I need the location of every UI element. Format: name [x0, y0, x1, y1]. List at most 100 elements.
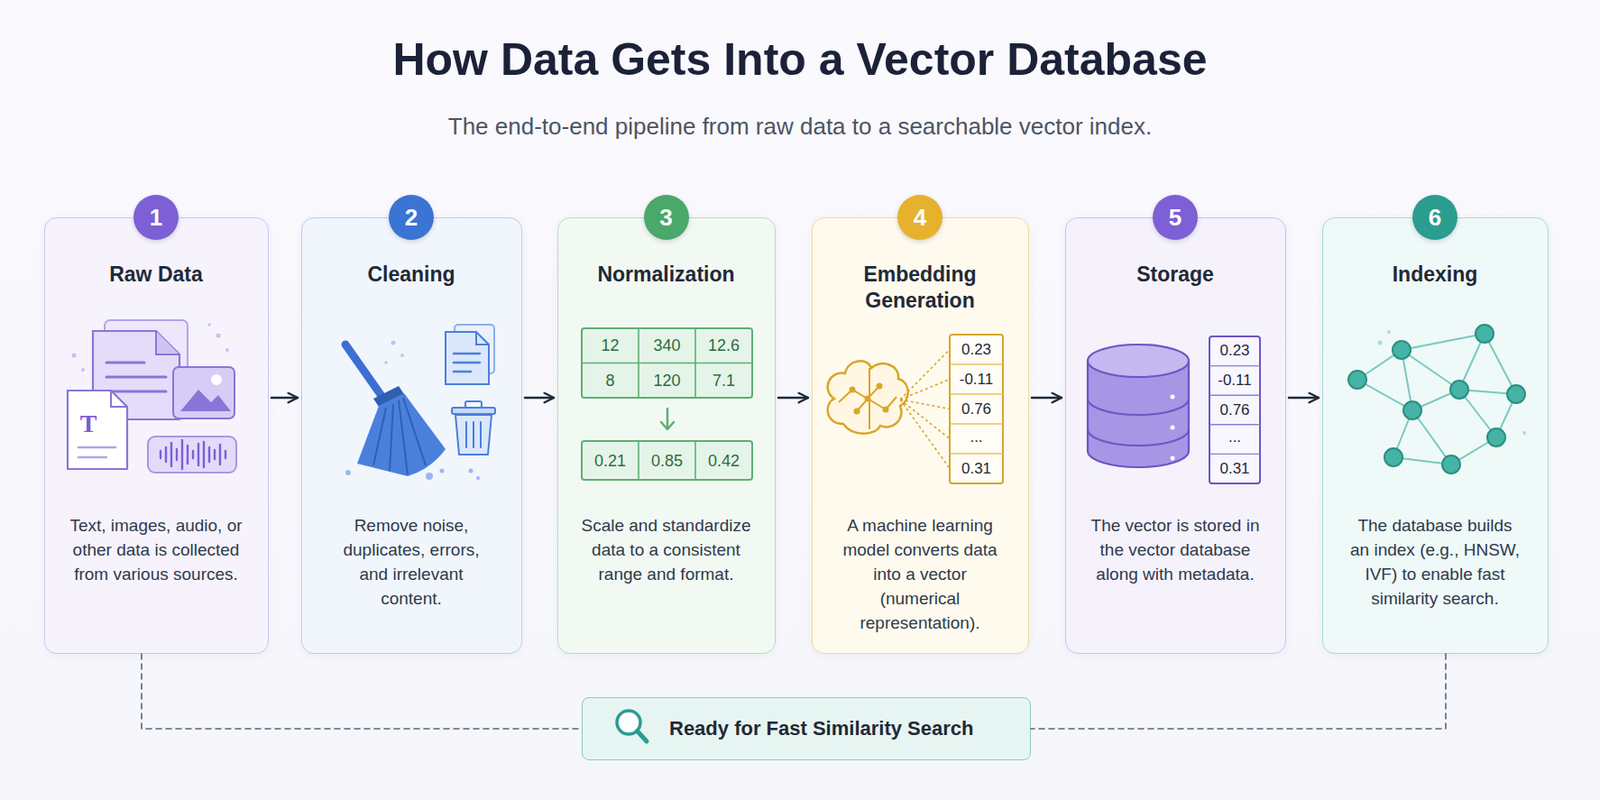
- search-icon: [616, 710, 647, 742]
- magnifier-lens: [616, 710, 641, 735]
- sparkle-dot: [400, 353, 405, 358]
- step-number-badge: 1: [133, 194, 179, 240]
- step-description: Text, images, audio, or other data is co…: [68, 513, 245, 587]
- sparkle-dot: [207, 322, 212, 327]
- flow-arrow: [1288, 396, 1319, 400]
- step-title: Indexing: [1344, 261, 1526, 288]
- down-arrow-head: [661, 422, 674, 430]
- normalization-icon: [581, 328, 753, 480]
- graph-links: [1357, 333, 1517, 465]
- vector-grid: [1209, 366, 1260, 455]
- step-number: 5: [1168, 205, 1182, 230]
- process-step-card: IndexingThe database builds an index (e.…: [1322, 217, 1549, 654]
- sun-shape: [211, 374, 222, 386]
- magnifier-handle: [637, 731, 648, 743]
- image-icon: [173, 367, 235, 419]
- graph-node: [1507, 385, 1526, 404]
- graph-node: [1384, 448, 1403, 467]
- step-number: 2: [404, 205, 418, 230]
- database-light: [1170, 395, 1176, 400]
- graph-node: [1475, 324, 1494, 343]
- step-number: 4: [913, 205, 927, 230]
- sparkle-dot: [225, 348, 230, 352]
- text-line: [453, 361, 480, 365]
- dust-dot: [345, 469, 351, 476]
- text-line: [453, 352, 480, 356]
- dashed-connector: [141, 653, 582, 729]
- cleaning-icon: [345, 324, 496, 480]
- status-banner: Ready for Fast Similarity Search: [581, 697, 1031, 761]
- step-title: Raw Data: [65, 261, 247, 288]
- audio-icon: [147, 436, 237, 473]
- database-top: [1087, 344, 1189, 378]
- step-description: The database builds an index (e.g., HNSW…: [1346, 513, 1525, 611]
- document-fold: [110, 390, 128, 407]
- dust-dot: [476, 476, 480, 480]
- text-line: [106, 376, 166, 379]
- text-line: [106, 390, 166, 394]
- embedding-icon: [827, 334, 1003, 484]
- flow-arrow: [1031, 396, 1062, 400]
- table-grid: [581, 328, 753, 398]
- brain-icon: [827, 360, 909, 433]
- step-description: The vector is stored in the vector datab…: [1087, 513, 1264, 587]
- vector-grid: [949, 364, 1003, 454]
- down-arrow: [666, 407, 670, 429]
- step-number: 1: [149, 205, 163, 230]
- flow-arrow: [524, 396, 554, 400]
- vector-box: [1209, 336, 1260, 484]
- step-title: Embedding Generation: [829, 261, 1011, 314]
- sparkle-dot: [81, 367, 85, 372]
- circuit-node: [882, 406, 890, 414]
- text-line: [78, 456, 107, 460]
- sparkle-dot: [1522, 431, 1527, 435]
- step-number-badge: 2: [388, 194, 434, 240]
- data-table: [581, 441, 753, 480]
- step-number-badge: 4: [897, 194, 943, 240]
- sparkle-dot: [72, 353, 77, 359]
- text-line: [106, 361, 145, 365]
- process-step-card: Raw DataText, images, audio, or other da…: [44, 217, 269, 654]
- graph-node: [1403, 401, 1422, 420]
- document-icon: [92, 331, 180, 420]
- step-number-badge: 3: [643, 194, 690, 240]
- document-sheet: [454, 324, 495, 374]
- brain-circuit: [838, 367, 897, 430]
- database-light: [1170, 456, 1176, 461]
- graph-node: [1348, 370, 1367, 389]
- step-title: Normalization: [576, 261, 757, 288]
- trash-handle: [465, 401, 482, 408]
- step-description: A machine learning model converts data i…: [832, 513, 1009, 635]
- index-graph-icon: [1348, 324, 1527, 474]
- step-title: Cleaning: [321, 261, 502, 288]
- graph-node: [1450, 380, 1469, 399]
- sparkle-dot: [1387, 330, 1391, 334]
- flow-arrow: [778, 396, 809, 400]
- raw-data-icon: [67, 320, 237, 473]
- database-light: [1170, 425, 1176, 431]
- step-description: Scale and standardize data to a consiste…: [569, 513, 764, 587]
- document-icon: [445, 331, 489, 385]
- document-fold: [156, 331, 180, 355]
- mountain-shape: [180, 389, 231, 412]
- dust-dot: [468, 468, 474, 474]
- step-description: Remove noise, duplicates, errors, and ir…: [330, 513, 493, 611]
- broom-ferrule: [373, 386, 406, 410]
- dust-dot: [425, 472, 433, 480]
- step-number: 6: [1428, 205, 1442, 230]
- status-label: Ready for Fast Similarity Search: [582, 717, 974, 741]
- circuit-node: [876, 383, 883, 390]
- process-step-card: StorageThe vector is stored in the vecto…: [1065, 217, 1287, 654]
- circuit-node: [864, 395, 872, 403]
- trash-can: [455, 414, 492, 455]
- circuit-node: [849, 386, 856, 394]
- document-fold: [476, 331, 489, 345]
- diagram-title: How Data Gets Into a Vector Database: [0, 32, 1600, 87]
- diagram-subtitle: The end-to-end pipeline from raw data to…: [0, 110, 1600, 143]
- database-bands: [1087, 398, 1189, 446]
- projection-lines: [900, 349, 950, 469]
- dust-dot: [440, 468, 445, 474]
- text-line: [78, 446, 116, 450]
